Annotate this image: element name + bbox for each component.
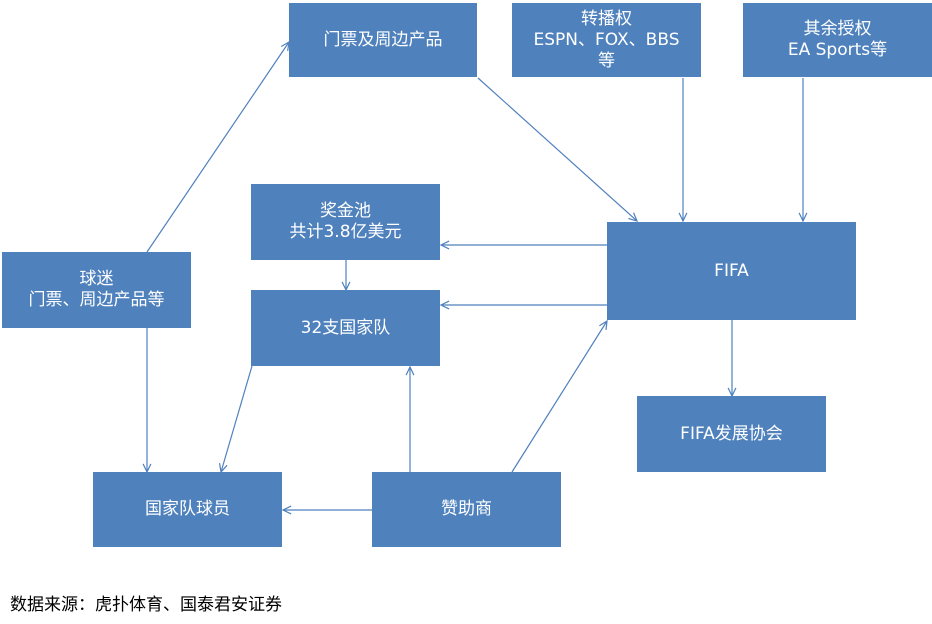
edge-line [511,320,608,473]
edge-line [477,77,638,222]
node-tickets: 门票及周边产品 [289,3,477,77]
node-sponsors: 赞助商 [372,472,561,547]
node-label-line: 等 [598,50,615,71]
node-label-line: 门票、周边产品等 [28,290,165,310]
node-national-players: 国家队球员 [93,472,282,547]
node-label-line: 奖金池 [320,201,371,221]
node-fifa-development: FIFA发展协会 [637,396,826,472]
arrowhead-icon [439,240,450,250]
node-label-line: ESPN、FOX、BBS [533,29,680,50]
arrowhead-icon [405,365,415,376]
edge-sponsors-to-players [281,505,372,515]
node-label-line: 球迷 [79,269,114,289]
edge-fifa-to-prize [439,240,607,250]
arrowhead-icon [599,319,608,331]
edge-line [146,41,290,253]
edge-fifa-to-fifa_dev [727,320,737,398]
arrowhead-icon [628,212,639,222]
edge-fifa-to-teams [439,300,607,310]
node-label-line: 门票及周边产品 [323,29,443,50]
edge-sponsors-to-teams [405,365,415,472]
arrowhead-icon [678,212,688,223]
edge-broadcast-to-fifa [678,78,688,223]
arrowhead-icon [280,40,290,51]
edge-fans-to-players [142,328,152,474]
node-label-line: 共计3.8亿美元 [289,222,402,242]
arrowhead-icon [798,212,808,223]
node-label-line: 32支国家队 [300,317,391,338]
node-fans: 球迷门票、周边产品等 [2,252,191,328]
node-label-line: 国家队球员 [145,499,230,519]
arrowhead-icon [439,300,450,310]
edge-prize-to-teams [341,260,351,292]
edge-sponsors-to-fifa [511,319,608,473]
node-national-teams: 32支国家队 [251,290,440,366]
node-label-line: FIFA发展协会 [680,423,783,444]
data-source-note: 数据来源：虎扑体育、国泰君安证券 [10,595,282,615]
node-prize-pool: 奖金池共计3.8亿美元 [251,184,440,260]
node-label-line: 赞助商 [441,499,492,519]
arrowhead-icon [281,505,292,515]
edge-tickets-to-fifa [477,77,639,222]
node-label-line: 其余授权 [803,19,872,39]
node-label-line: EA Sports等 [787,40,888,60]
edge-line [220,365,253,473]
node-label-line: FIFA [714,260,749,281]
node-label-line: 转播权 [581,8,632,29]
edge-teams-to-players [218,365,253,474]
node-fifa: FIFA [607,222,856,320]
edge-licensing-to-fifa [798,78,808,223]
